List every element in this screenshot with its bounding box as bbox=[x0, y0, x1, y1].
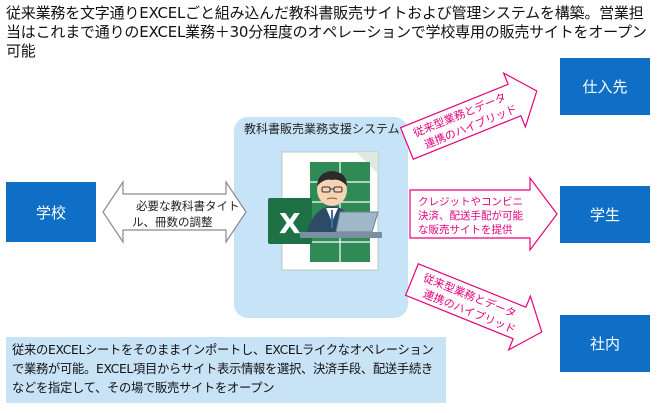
excel-user-illustration: X bbox=[268, 151, 382, 271]
node-student: 学生 bbox=[560, 186, 650, 243]
svg-text:X: X bbox=[279, 207, 301, 240]
node-internal: 社内 bbox=[560, 315, 650, 372]
arrow-mid-text-3: な販売サイトを提供 bbox=[418, 223, 513, 236]
system-title: 教科書販売業務支援システム bbox=[244, 122, 400, 136]
left-double-arrow: 必要な教科書タイト ル、冊数の調整 bbox=[102, 180, 247, 244]
arrow-mid-text-2: 決済、配送手配が可能 bbox=[418, 209, 523, 222]
node-supplier: 仕入先 bbox=[560, 58, 650, 115]
laptop-icon bbox=[300, 211, 382, 238]
left-arrow-text-2: ル、冊数の調整 bbox=[132, 215, 213, 229]
header-description: 従来業務を文字通りEXCELごと組み込んだ教科書販売サイトおよび管理システムを構… bbox=[6, 4, 647, 60]
bottom-note: 従来のEXCELシートをそのままインポートし、EXCELライクなオペレーションで… bbox=[6, 337, 446, 403]
arrow-to-student: クレジットやコンビニ 決済、配送手配が可能 な販売サイトを提供 bbox=[409, 176, 558, 252]
arrow-mid-text-1: クレジットやコンビニ bbox=[418, 196, 523, 208]
node-school: 学校 bbox=[6, 182, 96, 242]
left-arrow-text-1: 必要な教科書タイト bbox=[136, 199, 240, 213]
arrow-to-supplier: 従来型業務とデータ 連携のハイブリッド bbox=[399, 71, 538, 161]
